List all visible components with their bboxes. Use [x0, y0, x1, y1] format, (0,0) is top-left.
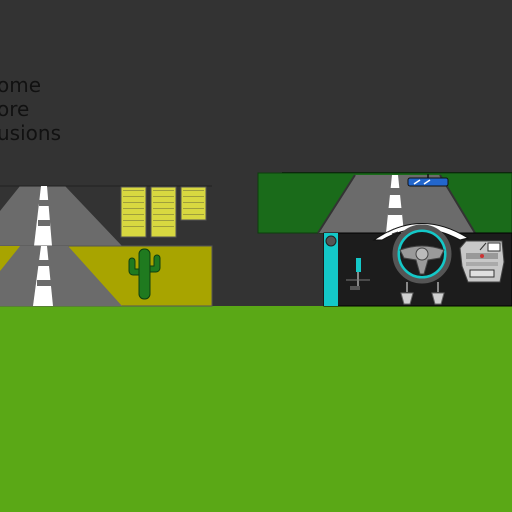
- grass-ground: [0, 306, 512, 512]
- building-icon: [120, 186, 207, 238]
- radio-console-icon[interactable]: [459, 240, 505, 283]
- pedal-icon[interactable]: [400, 282, 445, 305]
- rear-view-mirror-icon: [407, 174, 449, 187]
- upper-road-scene: [0, 185, 212, 246]
- gear-shift-icon[interactable]: [346, 258, 370, 290]
- cactus-icon: [128, 248, 161, 300]
- menu-line-1[interactable]: ome: [0, 73, 42, 97]
- driver-view-scene: [257, 172, 512, 234]
- steering-wheel-icon[interactable]: [392, 224, 452, 284]
- dashboard-panel: [323, 223, 512, 307]
- desert-road-scene: [0, 245, 213, 307]
- menu-line-2[interactable]: ore: [0, 97, 30, 121]
- menu-line-3[interactable]: usions: [0, 121, 61, 145]
- speaker-icon: [325, 235, 337, 247]
